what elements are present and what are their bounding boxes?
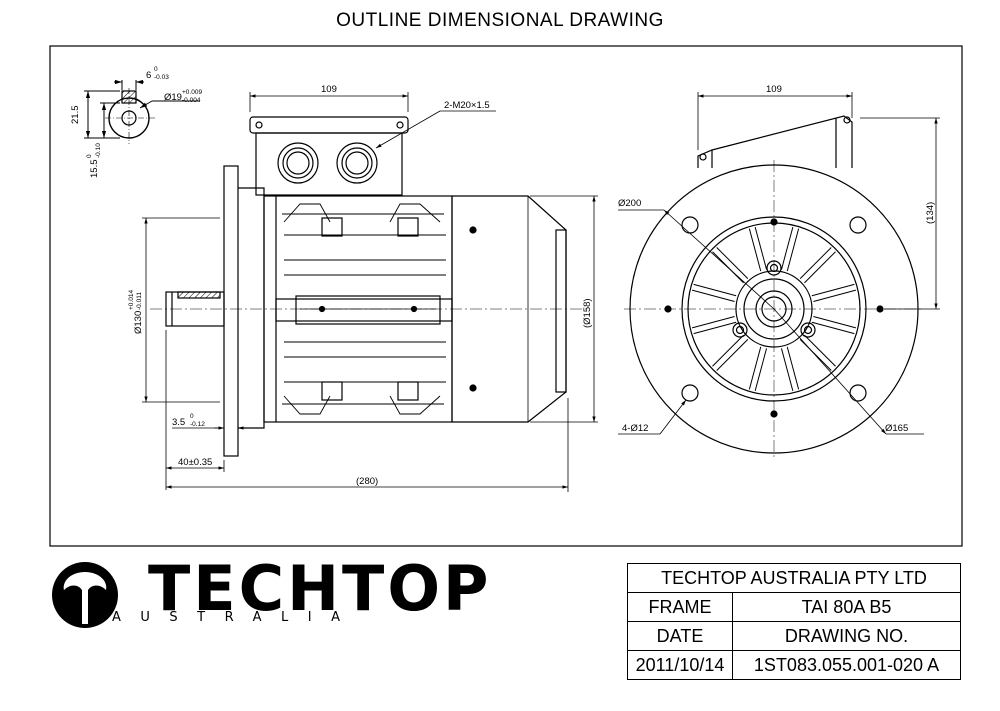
shaft-section-view (84, 79, 200, 144)
drawing-title: OUTLINE DIMENSIONAL DRAWING (336, 10, 664, 31)
flange-dia-label: Ø200 (618, 198, 641, 209)
rib-line (811, 283, 855, 297)
date-value-cell: 2011/10/14 (627, 650, 733, 680)
drawing-no-value-cell: 1ST083.055.001-020 A (732, 650, 961, 680)
rib-line (813, 315, 857, 329)
rib-line (786, 346, 800, 390)
overall-length-label: (280) (356, 476, 378, 487)
company-cell: TECHTOP AUSTRALIA PTY LTD (627, 563, 961, 593)
rib-line (804, 334, 836, 367)
rib-line (691, 289, 735, 303)
date-label-cell: DATE (627, 621, 733, 651)
spigot-dia-tol-upper: +0.014 (128, 290, 135, 310)
rib-line (780, 226, 794, 270)
key-depth-label: 15.5 (89, 160, 100, 179)
end-view-dimensions (618, 92, 940, 460)
rib-line (716, 339, 749, 371)
rib-line (693, 283, 737, 297)
cable-gland-label: 2-M20×1.5 (444, 100, 490, 111)
keyway-width-label: 6 (146, 70, 151, 81)
spigot-dia-label: Ø130 (133, 311, 144, 334)
shaft-dia-label: Ø19 (164, 92, 182, 103)
rib-line (811, 321, 855, 335)
height-to-box-label: (134) (925, 202, 936, 224)
keyway-width-tol-upper: 0 (154, 66, 158, 73)
frame-value-cell: TAI 80A B5 (732, 592, 961, 622)
side-view (150, 116, 590, 457)
spigot-dia-tol-lower: -0.011 (136, 292, 143, 310)
techtop-emblem-icon (52, 562, 118, 628)
body-dia-label: (Ø158) (582, 298, 593, 328)
side-view-dimensions (142, 92, 598, 492)
title-block: TECHTOP AUSTRALIA PTY LTD FRAME TAI 80A … (627, 563, 961, 680)
shaft-height-label: 21.5 (70, 106, 81, 125)
key-depth-tol-lower: -0.10 (95, 143, 102, 158)
keyway-width-tol-lower: -0.03 (154, 74, 169, 81)
rib-line (804, 251, 836, 284)
rib-line (799, 339, 832, 371)
spigot-depth-label: 3.5 (172, 417, 185, 428)
terminal-box-width-end-label: 109 (766, 84, 782, 95)
techtop-logo: TECHTOP AUSTRALIA (50, 554, 488, 635)
frame-label-cell: FRAME (627, 592, 733, 622)
holes-label: 4-Ø12 (622, 423, 648, 434)
spigot-depth-tol-upper: 0 (190, 413, 194, 420)
rib-line (754, 226, 768, 270)
drawing-frame (49, 45, 963, 547)
rib-line (813, 289, 857, 303)
logo-brand-text: TECHTOP (148, 552, 492, 625)
logo-sub-text: AUSTRALIA (112, 610, 360, 625)
rib-line (716, 247, 749, 279)
rib-line (786, 228, 800, 272)
drawing-no-label-cell: DRAWING NO. (732, 621, 961, 651)
pcd-label: Ø165 (885, 423, 908, 434)
rib-line (748, 228, 762, 272)
end-view-ribs (691, 226, 857, 392)
rib-line (799, 247, 832, 279)
shaft-dia-tol-upper: +0.009 (182, 89, 202, 96)
shaft-dia-tol-lower: -0.004 (182, 97, 201, 104)
rib-line (748, 346, 762, 390)
spigot-depth-tol-lower: -0.12 (190, 421, 205, 428)
terminal-box-width-side-label: 109 (321, 84, 337, 95)
shaft-length-label: 40±0.35 (178, 457, 212, 468)
rib-line (691, 315, 735, 329)
rib-line (693, 321, 737, 335)
key-depth-tol-upper: 0 (86, 154, 93, 158)
rib-line (780, 348, 794, 392)
rib-line (712, 334, 744, 367)
rib-line (754, 348, 768, 392)
